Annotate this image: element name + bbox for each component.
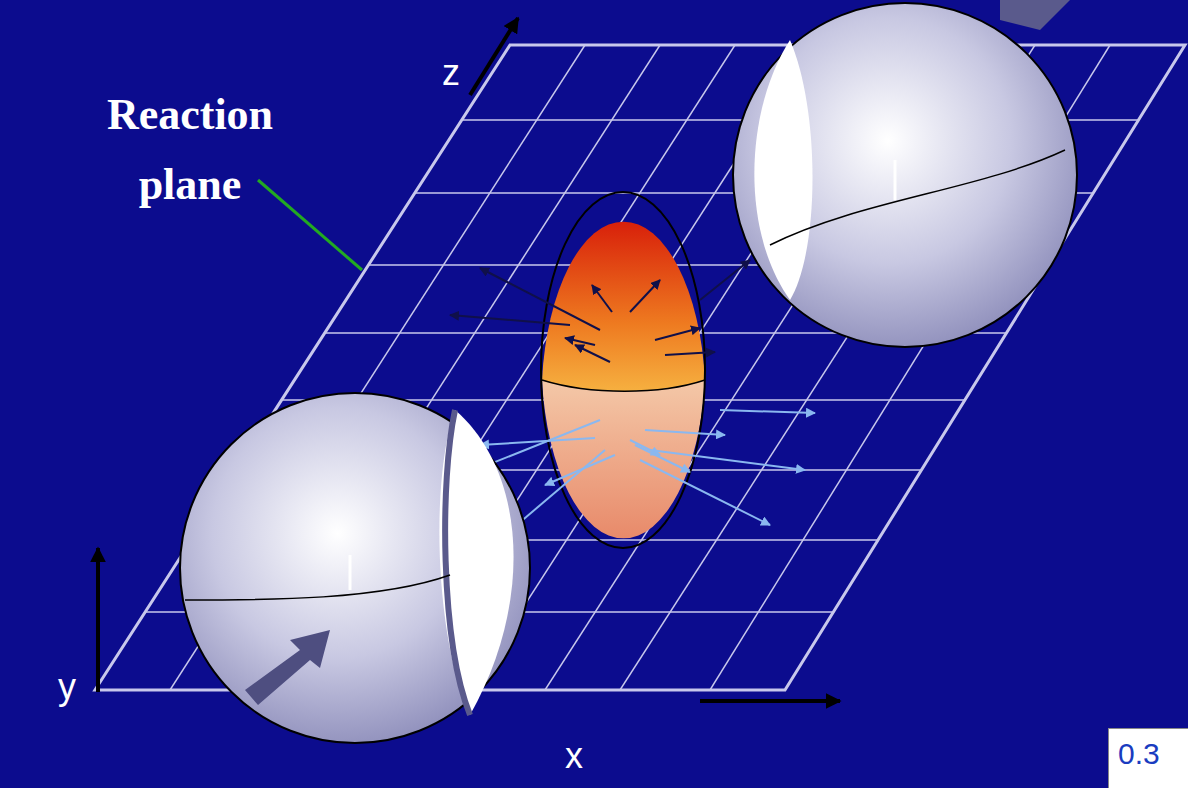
axis-tick: 0.3	[1118, 737, 1160, 771]
leader-line	[258, 180, 362, 270]
nucleus-bottom	[180, 393, 530, 743]
axis-label: x	[565, 735, 583, 777]
axis-label: y	[58, 666, 76, 708]
plane-label: Reaction plane	[95, 80, 285, 220]
nucleus-top	[733, 0, 1077, 347]
axis-label: z	[442, 52, 460, 94]
